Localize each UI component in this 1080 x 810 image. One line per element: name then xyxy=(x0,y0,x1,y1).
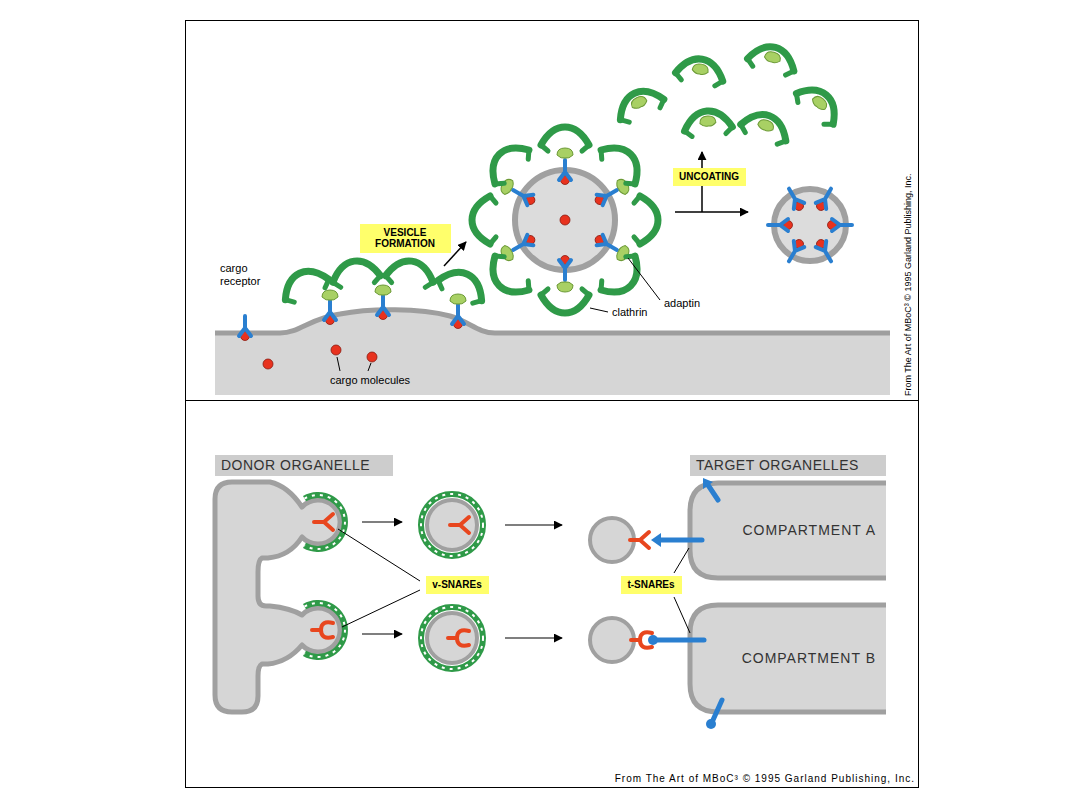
node-text: COMPARTMENT A xyxy=(742,522,876,538)
part-label: cargo receptor xyxy=(220,262,272,287)
part-label: adaptin xyxy=(664,297,700,310)
region-label: DONOR ORGANELLE xyxy=(215,455,393,476)
region-label: TARGET ORGANELLES xyxy=(690,455,886,476)
node-text: t-SNAREs xyxy=(627,579,674,591)
node-text: v-SNAREs xyxy=(432,579,481,591)
part-label: clathrin xyxy=(612,306,647,319)
node-text: VESICLE FORMATION xyxy=(366,227,444,250)
node-text: DONOR ORGANELLE xyxy=(221,457,370,473)
compartment: COMPARTMENT B xyxy=(690,605,886,712)
step-label: VESICLE FORMATION xyxy=(360,224,451,253)
compartment: COMPARTMENT A xyxy=(690,483,886,578)
node-text: COMPARTMENT B xyxy=(742,650,876,666)
node-text: UNCOATING xyxy=(679,171,739,183)
credit-line: From The Art of MBoC³ © 1995 Garland Pub… xyxy=(615,773,915,785)
step-label: UNCOATING xyxy=(673,168,746,186)
credit-line: From The Art of MBoC³ © 1995 Garland Pub… xyxy=(903,173,913,396)
part-label: cargo molecules xyxy=(330,374,410,387)
callout-box: v-SNAREs xyxy=(426,576,489,594)
callout-box: t-SNAREs xyxy=(621,576,682,594)
node-text: TARGET ORGANELLES xyxy=(696,457,859,473)
